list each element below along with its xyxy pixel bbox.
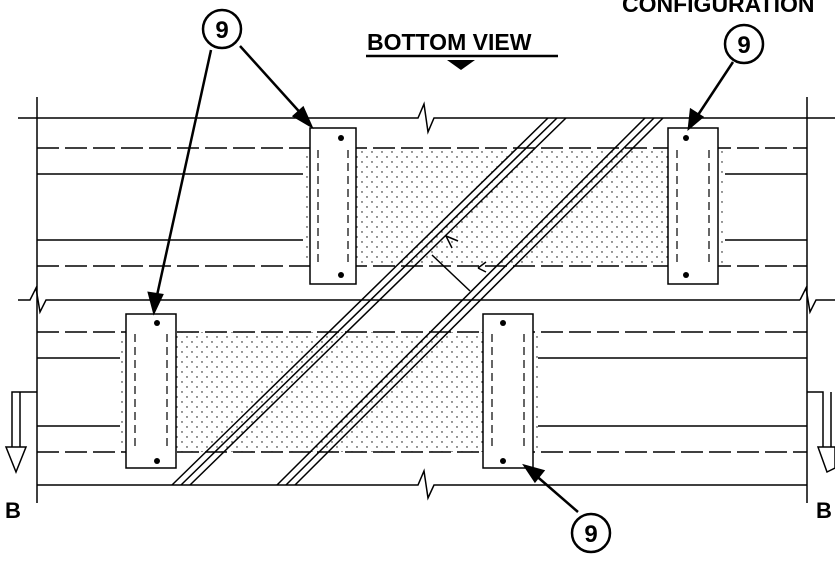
section-marker-right-label: B — [816, 498, 832, 523]
middle-break-line — [18, 285, 835, 315]
diagonal-member-lines — [171, 117, 664, 486]
bracket-upper-left — [309, 127, 357, 285]
callout-9-bottom: 9 — [570, 512, 612, 554]
view-direction-arrow — [447, 60, 475, 70]
stipple-zone-lower — [120, 332, 538, 452]
section-marker-left: B — [4, 391, 37, 523]
bottom-edge-line — [37, 468, 807, 501]
bracket-lower-right — [482, 313, 534, 469]
header-configuration-text: CONFIGURATION — [622, 0, 815, 17]
callout-9-top-right-label: 9 — [737, 32, 750, 59]
callout-9-top-left-label: 9 — [215, 17, 228, 44]
cross-member — [431, 235, 487, 292]
callout-9-bottom-label: 9 — [584, 521, 597, 548]
bracket-upper-right — [667, 127, 719, 285]
top-edge-line — [18, 101, 835, 135]
bracket-lower-left — [125, 313, 177, 469]
section-marker-left-label: B — [5, 498, 21, 523]
view-title: BOTTOM VIEW — [367, 29, 532, 55]
callout-9-top-right: 9 — [723, 23, 765, 65]
callout-leaders — [147, 45, 735, 513]
callout-9-top-left: 9 — [201, 8, 243, 50]
section-marker-right: B — [807, 391, 835, 523]
